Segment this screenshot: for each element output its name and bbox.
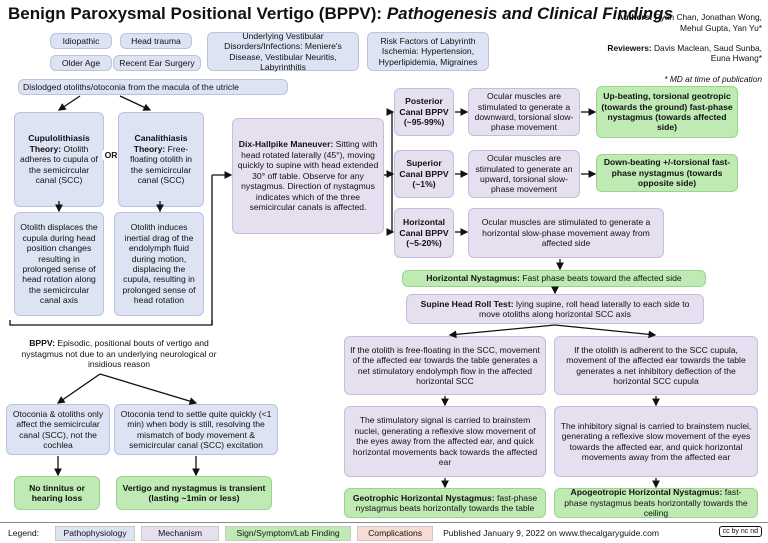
horizontal-mechanism-box: Ocular muscles are stimulated to generat…: [468, 208, 664, 258]
dix-hallpike-box: Dix-Hallpike Maneuver: Sitting with head…: [232, 118, 384, 234]
title-sub: Pathogenesis and Clinical Findings: [386, 4, 674, 23]
free-floating-box: If the otolith is free-floating in the S…: [344, 336, 546, 395]
title-main: Benign Paroxysmal Positional Vertigo (BP…: [8, 4, 387, 23]
superior-finding-box: Down-beating +/-torsional fast-phase nys…: [596, 154, 738, 192]
posterior-canal-box: Posterior Canal BPPV (~95-99%): [394, 88, 454, 136]
supine-roll-box: Supine Head Roll Test: lying supine, rol…: [406, 294, 704, 324]
page-title: Benign Paroxysmal Positional Vertigo (BP…: [8, 4, 673, 24]
head-trauma-box: Head trauma: [120, 33, 192, 49]
reviewers-label: Reviewers:: [607, 43, 654, 53]
otoconia-scc-box: Otoconia & otoliths only affect the semi…: [6, 404, 110, 455]
authors-label: Authors:: [617, 12, 655, 23]
superior-mechanism-box: Ocular muscles are stimulated to generat…: [468, 150, 580, 198]
idiopathic-box: Idiopathic: [50, 33, 112, 49]
legend-pathophysiology: Pathophysiology: [55, 525, 136, 541]
published-text: Published January 9, 2022 on www.thecalg…: [443, 528, 660, 538]
apogeotropic-result-box: Apogeotropic Horizontal Nystagmus: fast-…: [554, 487, 758, 518]
reviewers: Davis Maclean, Saud Sunba, Euna Hwang*: [653, 43, 762, 64]
superior-canal-box: Superior Canal BPPV (~1%): [394, 150, 454, 198]
older-age-box: Older Age: [50, 55, 112, 71]
underlying-disorders-box: Underlying Vestibular Disorders/Infectio…: [207, 31, 359, 72]
stimulatory-signal-box: The stimulatory signal is carried to bra…: [344, 406, 546, 477]
bppv-definition: BPPV: Episodic, positional bouts of vert…: [10, 335, 228, 373]
legend-complications: Complications: [357, 525, 434, 541]
vertigo-transient-box: Vertigo and nystagmus is transient (last…: [116, 476, 272, 510]
horizontal-nystagmus-box: Horizontal Nystagmus: Fast phase beats t…: [402, 270, 706, 287]
legend: Legend: Pathophysiology Mechanism Sign/S…: [0, 522, 768, 543]
otoconia-settle-box: Otoconia tend to settle quite quickly (<…: [114, 404, 278, 455]
no-tinnitus-box: No tinnitus or hearing loss: [14, 476, 100, 510]
inhibitory-signal-box: The inhibitory signal is carried to brai…: [554, 406, 758, 477]
horizontal-canal-box: Horizontal Canal BPPV (~5-20%): [394, 208, 454, 258]
dislodged-otoliths-box: Dislodged otoliths/otoconia from the mac…: [18, 79, 288, 95]
authors: Ryan Chan, Jonathan Wong, Mehul Gupta, Y…: [654, 12, 762, 33]
cupulolithiasis-effect-box: Otolith displaces the cupula during head…: [14, 212, 104, 316]
geotrophic-result-box: Geotrophic Horizontal Nystagmus: fast-ph…: [344, 488, 546, 518]
credits-note: * MD at time of publication: [664, 73, 762, 84]
posterior-finding-box: Up-beating, torsional geotropic (towards…: [596, 86, 738, 138]
cupulolithiasis-box: Cupulolithiasis Theory: Otolith adheres …: [14, 112, 104, 207]
or-label: OR: [102, 148, 120, 162]
legend-sign-symptom: Sign/Symptom/Lab Finding: [225, 525, 352, 541]
canalithiasis-effect-box: Otolith induces inertial drag of the end…: [114, 212, 204, 316]
posterior-mechanism-box: Ocular muscles are stimulated to generat…: [468, 88, 580, 136]
legend-mechanism: Mechanism: [141, 525, 220, 541]
legend-label: Legend:: [8, 528, 40, 538]
credits: Authors: Ryan Chan, Jonathan Wong, Mehul…: [594, 2, 762, 94]
ischemia-box: Risk Factors of Labyrinth Ischemia: Hype…: [367, 32, 489, 71]
cc-license-badge: cc by nc nd: [718, 526, 762, 537]
adherent-box: If the otolith is adherent to the SCC cu…: [554, 336, 758, 395]
canalithiasis-box: Canalithiasis Theory: Free-floating otol…: [118, 112, 204, 207]
recent-surgery-box: Recent Ear Surgery: [113, 55, 201, 71]
